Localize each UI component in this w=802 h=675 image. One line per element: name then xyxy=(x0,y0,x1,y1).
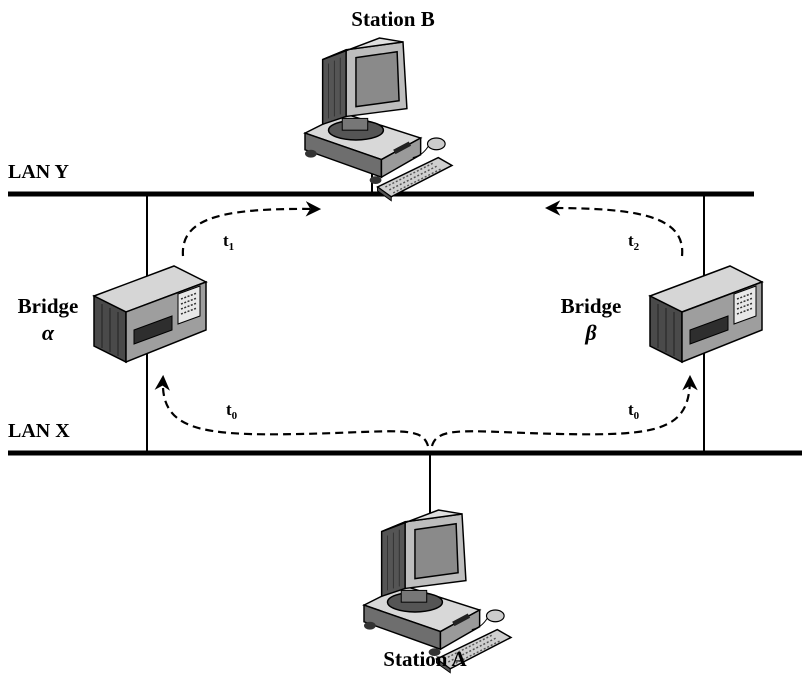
lan-y-label: LAN Y xyxy=(8,161,69,183)
path-t0-right-arrow xyxy=(430,374,698,447)
path-t0-left-arrow xyxy=(154,374,430,447)
time-label-t1: t1 xyxy=(223,231,234,253)
lan-x-label: LAN X xyxy=(8,420,70,442)
bridge-beta-symbol: β xyxy=(584,320,597,345)
time-label-t2: t2 xyxy=(628,231,640,253)
workstation-icon xyxy=(304,37,453,202)
station-a-label: Station A xyxy=(383,647,467,671)
time-label-t0-right: t0 xyxy=(628,400,640,422)
bridge-device-icon xyxy=(649,265,763,363)
bridge-alpha-label: Bridge xyxy=(18,294,79,318)
bridge-beta-label: Bridge xyxy=(561,294,622,318)
station-b-label: Station B xyxy=(351,7,434,31)
time-label-t0-left: t0 xyxy=(226,400,238,422)
path-t2-arrow xyxy=(544,200,684,257)
path-t1-arrow xyxy=(181,201,322,257)
bridge-alpha-symbol: α xyxy=(42,320,55,345)
bridge-device-icon xyxy=(93,265,207,363)
